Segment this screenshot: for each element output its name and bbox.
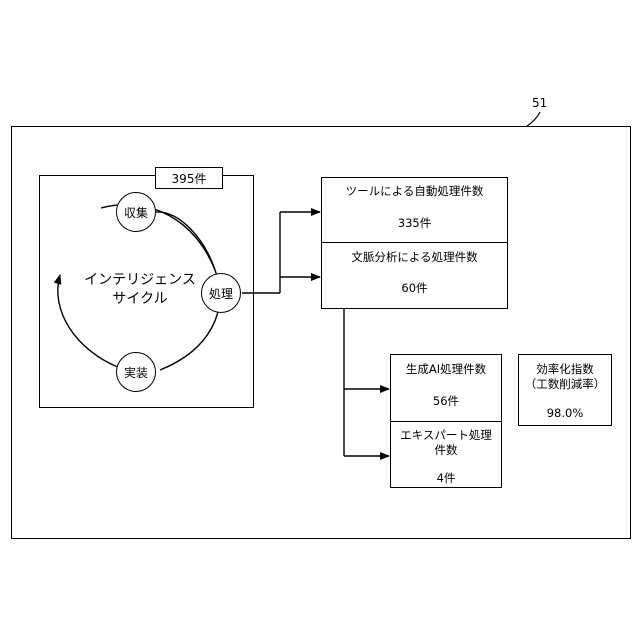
context-box-title: 文脈分析による処理件数 xyxy=(321,250,508,264)
cycle-node-collect: 収集 xyxy=(116,192,156,232)
tool-box-title: ツールによる自動処理件数 xyxy=(321,184,508,198)
cycle-node-process: 処理 xyxy=(201,273,241,313)
tool-box-count: 335件 xyxy=(321,216,508,230)
efficiency-title-line2: （工数削減率） xyxy=(518,377,612,391)
cycle-count-badge: 395件 xyxy=(155,167,223,189)
breakdown-divider xyxy=(321,242,508,243)
efficiency-title-line1: 効率化指数 xyxy=(518,362,612,376)
efficiency-value: 98.0% xyxy=(518,406,612,420)
reference-number: 51 xyxy=(532,96,547,110)
cycle-title-line1: インテリジェンス xyxy=(70,271,210,290)
expert-box-title-line1: エキスパート処理 xyxy=(390,428,502,442)
expert-box-title-line2: 件数 xyxy=(390,443,502,457)
ref-leader-line xyxy=(527,112,540,126)
expert-box-count: 4件 xyxy=(390,471,502,485)
genai-box-count: 56件 xyxy=(390,394,502,408)
context-box-count: 60件 xyxy=(321,281,508,295)
cycle-node-implement: 実装 xyxy=(116,352,156,392)
cycle-title: インテリジェンス サイクル xyxy=(70,271,210,309)
sub-processing-divider xyxy=(390,421,502,422)
genai-box-title: 生成AI処理件数 xyxy=(390,362,502,376)
cycle-title-line2: サイクル xyxy=(70,290,210,309)
